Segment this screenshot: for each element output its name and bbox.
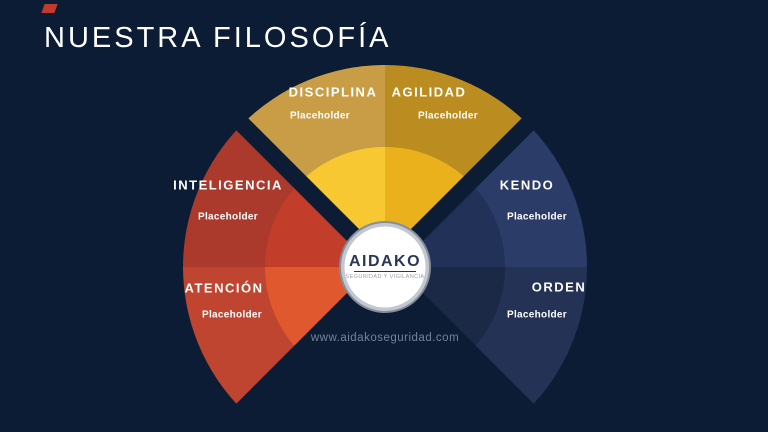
kendo-sublabel: Placeholder (507, 211, 567, 223)
agilidad-sublabel: Placeholder (418, 110, 478, 122)
disciplina-label: DISCIPLINA (288, 84, 378, 100)
agilidad-label: AGILIDAD (391, 84, 467, 100)
kendo-label: KENDO (499, 177, 555, 193)
orden-sublabel: Placeholder (507, 309, 567, 321)
website-url: www.aidakoseguridad.com (310, 332, 460, 344)
disciplina-sublabel: Placeholder (290, 110, 350, 122)
inteligencia-label: INTELIGENCIA (173, 177, 283, 193)
atencion-sublabel: Placeholder (202, 309, 262, 321)
logo-divider (354, 271, 416, 272)
logo-wordmark: AIDAKO (348, 253, 422, 270)
atencion-label: ATENCIÓN (184, 280, 264, 296)
logo-tagline: SEGURIDAD Y VIGILANCIA (345, 274, 425, 280)
logo-circle (344, 226, 426, 308)
page-title: NUESTRA FILOSOFÍA (44, 22, 392, 54)
inteligencia-sublabel: Placeholder (198, 211, 258, 223)
orden-label: ORDEN (531, 279, 587, 295)
